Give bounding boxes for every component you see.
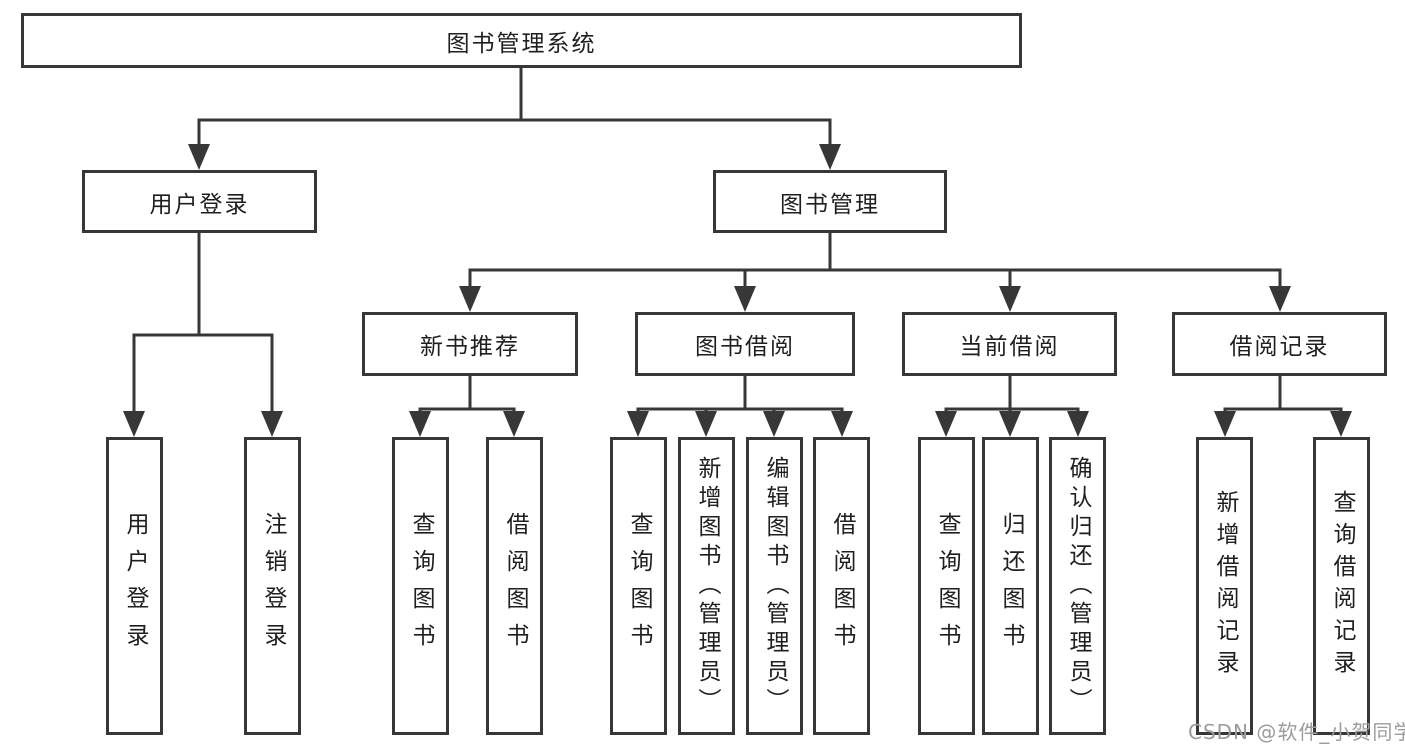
csdn-watermark: CSDN @软件_小贺同学 xyxy=(1188,720,1405,744)
leaf-query-books-recommend: 查询图书 xyxy=(392,437,449,735)
leaf-add-book-admin: 新增图书（管理员） xyxy=(678,437,735,735)
node-user-login-branch: 用户登录 xyxy=(82,170,317,233)
leaf-query-books-recommend-label: 查询图书 xyxy=(408,512,434,660)
leaf-add-book-admin-label: 新增图书（管理员） xyxy=(694,455,720,717)
leaf-user-login: 用户登录 xyxy=(106,437,163,735)
node-book-borrow: 图书借阅 xyxy=(635,312,855,376)
leaf-query-books-borrow-label: 查询图书 xyxy=(626,512,652,660)
leaf-confirm-return-admin: 确认归还（管理员） xyxy=(1049,437,1106,735)
leaf-logout: 注销登录 xyxy=(244,437,301,735)
leaf-borrow-books-borrow: 借阅图书 xyxy=(813,437,870,735)
node-borrow-records: 借阅记录 xyxy=(1172,312,1387,376)
leaf-return-books: 归还图书 xyxy=(982,437,1039,735)
leaf-borrow-books-recommend: 借阅图书 xyxy=(486,437,543,735)
leaf-query-borrow-record-label: 查询借阅记录 xyxy=(1329,490,1355,682)
node-root-system: 图书管理系统 xyxy=(21,13,1022,68)
leaf-edit-book-admin-label: 编辑图书（管理员） xyxy=(762,455,788,717)
leaf-confirm-return-admin-label: 确认归还（管理员） xyxy=(1065,455,1091,717)
leaf-borrow-books-borrow-label: 借阅图书 xyxy=(829,512,855,660)
node-current-borrow: 当前借阅 xyxy=(902,312,1117,376)
node-new-book-recommend: 新书推荐 xyxy=(362,312,578,376)
leaf-query-borrow-record: 查询借阅记录 xyxy=(1313,437,1370,735)
leaf-user-login-label: 用户登录 xyxy=(122,512,148,660)
leaf-query-books-current: 查询图书 xyxy=(918,437,975,735)
leaf-logout-label: 注销登录 xyxy=(260,512,286,660)
leaf-add-borrow-record: 新增借阅记录 xyxy=(1196,437,1253,735)
leaf-query-books-current-label: 查询图书 xyxy=(934,512,960,660)
leaf-borrow-books-recommend-label: 借阅图书 xyxy=(502,512,528,660)
leaf-query-books-borrow: 查询图书 xyxy=(610,437,667,735)
leaf-add-borrow-record-label: 新增借阅记录 xyxy=(1212,490,1238,682)
node-book-management-branch: 图书管理 xyxy=(713,170,947,233)
leaf-return-books-label: 归还图书 xyxy=(998,512,1024,660)
arrowhead-icons xyxy=(123,144,1352,437)
leaf-edit-book-admin: 编辑图书（管理员） xyxy=(746,437,803,735)
